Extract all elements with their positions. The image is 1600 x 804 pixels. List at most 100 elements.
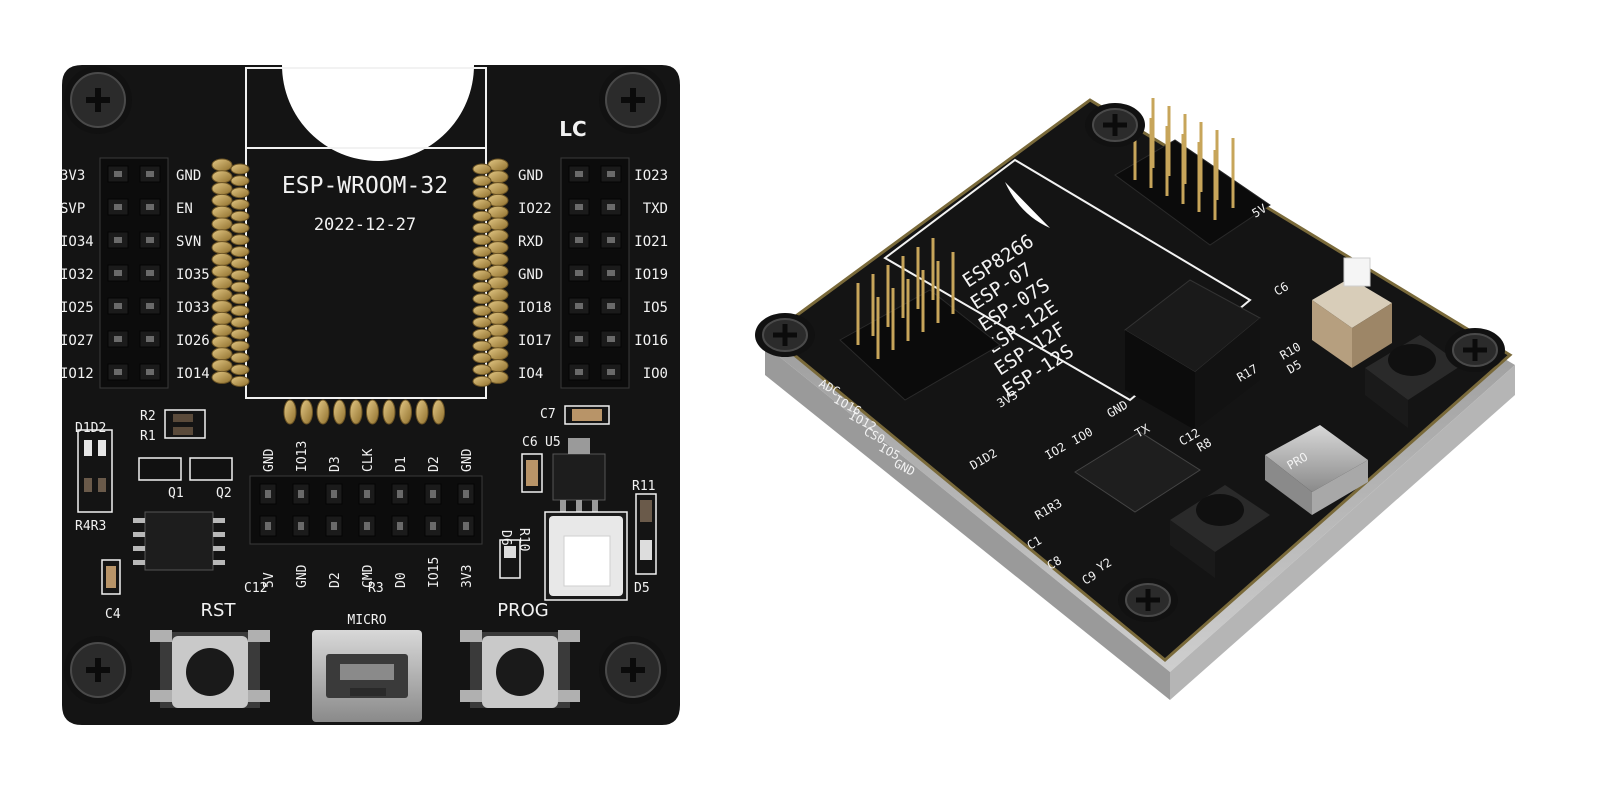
pogo-pin — [472, 246, 492, 258]
pogo-pin — [472, 163, 492, 175]
pin-label: SVN — [176, 234, 201, 250]
pin-label: IO14 — [176, 366, 210, 382]
component-label: C12 — [244, 581, 267, 596]
pogo-pin — [230, 316, 250, 328]
pogo-pin — [472, 187, 492, 199]
pogo-pin — [211, 158, 233, 172]
pin-label: IO15 — [427, 557, 442, 588]
header-pin-tip — [607, 369, 615, 375]
pogo-pin — [472, 364, 492, 376]
pogo-pin — [230, 234, 250, 246]
header-pin-tip — [298, 522, 304, 530]
component-label: Q2 — [216, 486, 232, 501]
pogo-pin — [211, 276, 233, 290]
pin-label: EN — [176, 201, 193, 217]
pin-label: 5V — [262, 572, 277, 588]
screw-icon — [599, 636, 667, 704]
pogo-pin — [211, 241, 233, 255]
pin-label: IO12 — [60, 366, 94, 382]
header-pin-tip — [114, 171, 122, 177]
pin-label: TXD — [643, 201, 668, 217]
pin-label: IO19 — [634, 267, 668, 283]
header-pin-tip — [146, 237, 154, 243]
pogo-pin — [472, 269, 492, 281]
component-label: C6 — [522, 435, 538, 450]
component-label: 5V — [1250, 201, 1270, 220]
pogo-pin — [230, 175, 250, 187]
micro-usb-port[interactable] — [312, 630, 422, 722]
pogo-pin — [230, 210, 250, 222]
pogo-pin — [211, 335, 233, 349]
component-label: TX — [1133, 421, 1153, 441]
pin-label: IO5 — [643, 300, 668, 316]
pin-label: CLK — [361, 448, 376, 472]
header-pin-tip — [146, 336, 154, 342]
component-label: D5 — [634, 581, 650, 596]
header-pin-tip — [114, 237, 122, 243]
pogo-pin — [349, 399, 363, 425]
pin-label: SVP — [60, 201, 85, 217]
pogo-pin — [211, 311, 233, 325]
pogo-pin — [230, 281, 250, 293]
right-pin-header — [560, 157, 630, 389]
pogo-pin — [211, 193, 233, 207]
component-label: C4 — [105, 607, 121, 622]
pin-label: IO16 — [634, 333, 668, 349]
pogo-pin — [211, 323, 233, 337]
pogo-pin — [230, 340, 250, 352]
component-label: C7 — [540, 407, 556, 422]
pogo-pin — [211, 170, 233, 184]
pin-label: IO32 — [60, 267, 94, 283]
header-pin-tip — [265, 522, 271, 530]
header-pin-tip — [575, 336, 583, 342]
header-pin-tip — [607, 336, 615, 342]
component-label: R10 — [516, 528, 531, 551]
pogo-pin — [230, 222, 250, 234]
reset-button-3d[interactable] — [1170, 485, 1270, 578]
header-pin-tip — [463, 490, 469, 498]
header-pin-tip — [114, 204, 122, 210]
brand-logo: LC — [559, 117, 586, 141]
pin-label: D2 — [328, 572, 343, 588]
prog-button-3d[interactable] — [1365, 335, 1462, 428]
component-label: D6 — [498, 530, 513, 546]
pogo-pin — [472, 281, 492, 293]
component-label: R11 — [632, 479, 655, 494]
pogo-pin — [211, 264, 233, 278]
prog-button[interactable] — [460, 630, 580, 708]
pin-label: GND — [518, 267, 543, 283]
header-pin-tip — [114, 369, 122, 375]
pogo-pin — [230, 269, 250, 281]
pogo-pin — [230, 293, 250, 305]
component-label: C6 — [1272, 279, 1292, 298]
header-pin-tip — [575, 171, 583, 177]
screw-icon — [64, 636, 132, 704]
pogo-pin — [283, 399, 297, 425]
header-pin-tip — [114, 270, 122, 276]
header-pin-tip — [463, 522, 469, 530]
pogo-pin — [230, 328, 250, 340]
pin-label: GND — [176, 168, 201, 184]
pogo-pin — [432, 399, 445, 425]
header-pin-tip — [575, 369, 583, 375]
micro-usb-port-3d[interactable] — [1265, 425, 1368, 515]
slide-switch[interactable] — [1312, 257, 1392, 368]
usb-label: MICRO — [347, 613, 386, 628]
pogo-pin — [211, 205, 233, 219]
component-label: R3 — [368, 581, 384, 596]
reset-button[interactable] — [150, 630, 270, 708]
pogo-pin — [333, 399, 346, 425]
pogo-pin — [472, 328, 492, 340]
pin-label: IO21 — [634, 234, 668, 250]
header-pin-tip — [607, 303, 615, 309]
pogo-pin — [230, 163, 250, 175]
pin-label: IO27 — [60, 333, 94, 349]
pin-label: CMD — [361, 564, 376, 588]
pin-label: IO35 — [176, 267, 210, 283]
screw-icon — [1445, 328, 1505, 372]
module-label: ESP-WROOM-32 — [282, 173, 448, 199]
